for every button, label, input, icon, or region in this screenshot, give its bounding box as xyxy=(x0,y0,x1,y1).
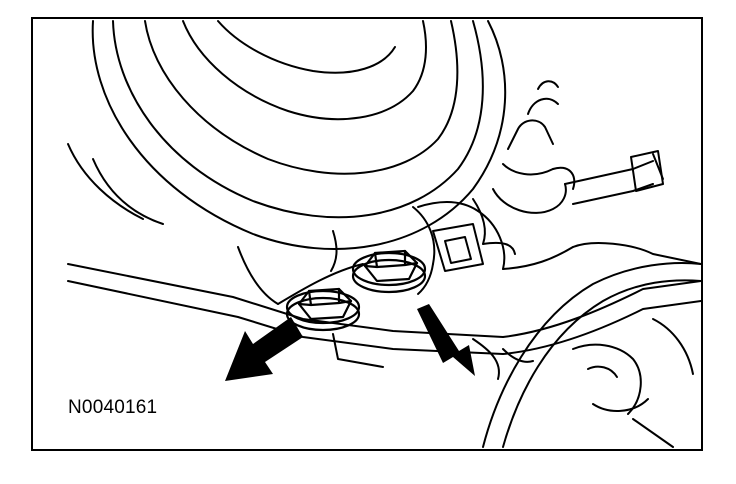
ball-joint-stud-nut xyxy=(432,198,516,272)
figure-id-label: N0040161 xyxy=(68,397,158,418)
bolt-right xyxy=(351,249,427,294)
mounting-bracket xyxy=(332,333,534,380)
suspension-bolt-illustration xyxy=(67,20,701,448)
stabilizer-bar xyxy=(482,262,701,448)
arrow-left-indicator xyxy=(225,317,303,381)
arrow-right-indicator xyxy=(417,304,475,376)
bolt-left xyxy=(285,287,361,332)
brake-drum xyxy=(67,20,507,250)
knuckle-housing xyxy=(237,201,506,305)
illustration-frame: N0040161 xyxy=(31,17,703,451)
tie-rod-end xyxy=(492,80,664,214)
